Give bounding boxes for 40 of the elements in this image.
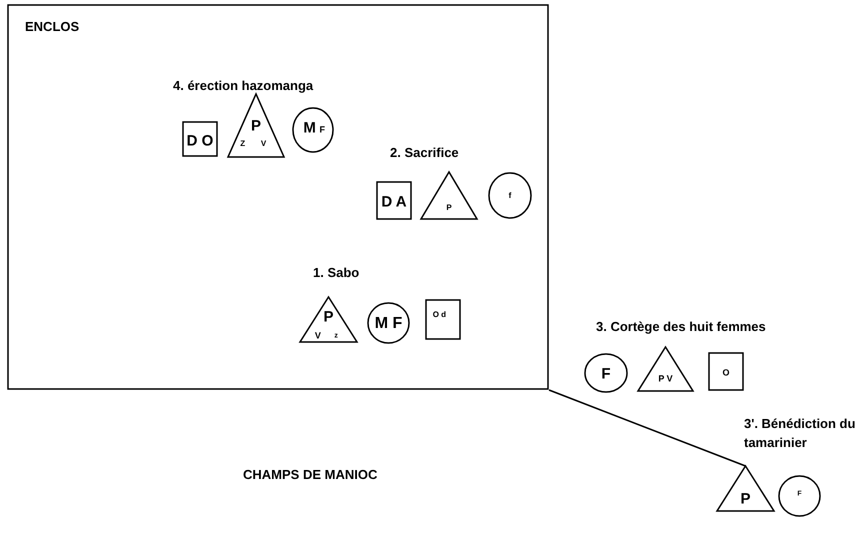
symbol-letters: V (260, 140, 266, 148)
symbol-letters: V (314, 332, 321, 341)
circle-symbol (488, 172, 532, 219)
caption-text: CHAMPS DE MANIOC (243, 468, 378, 481)
triangle-symbol (716, 465, 775, 512)
triangle-symbol (227, 93, 285, 158)
caption-text: 3. Cortège des huit femmes (596, 320, 766, 333)
symbol-letters: D A (381, 194, 407, 210)
caption-text: 4. érection hazomanga (173, 79, 314, 92)
caption-text: 1. Sabo (313, 266, 360, 279)
caption-text: 2. Sacrifice (390, 146, 459, 159)
symbol-letters: O (722, 368, 730, 378)
symbol-letters: P V (658, 374, 673, 384)
enclosure-box (7, 4, 549, 390)
square-symbol (708, 352, 744, 391)
triangle-symbol (637, 346, 694, 392)
square-symbol (425, 299, 461, 340)
symbol-letters: O d (432, 310, 446, 319)
triangle-symbol (420, 171, 478, 220)
square-symbol (376, 181, 412, 220)
symbol-letters: P (446, 204, 452, 212)
symbol-letters: P (740, 491, 750, 506)
circle-symbol (292, 107, 334, 153)
circle-symbol (778, 475, 821, 517)
symbol-letters: F (601, 366, 611, 382)
connector-line (548, 389, 746, 467)
circle-symbol (367, 302, 410, 344)
symbol-letters: M (303, 120, 316, 136)
symbol-letters: M F (374, 316, 402, 332)
caption-text: 3'. Bénédiction du tamarinier (744, 415, 856, 452)
symbol-letters: D O (186, 133, 214, 148)
symbol-letters: F (319, 126, 325, 134)
triangle-symbol (299, 296, 358, 343)
area-heading: ENCLOS (25, 20, 80, 33)
square-symbol (182, 121, 218, 157)
symbol-letters: f (508, 192, 512, 200)
symbol-letters: P (324, 310, 334, 325)
symbol-letters: Z (240, 140, 246, 148)
circle-symbol (584, 353, 628, 393)
symbol-letters: P (251, 118, 261, 133)
